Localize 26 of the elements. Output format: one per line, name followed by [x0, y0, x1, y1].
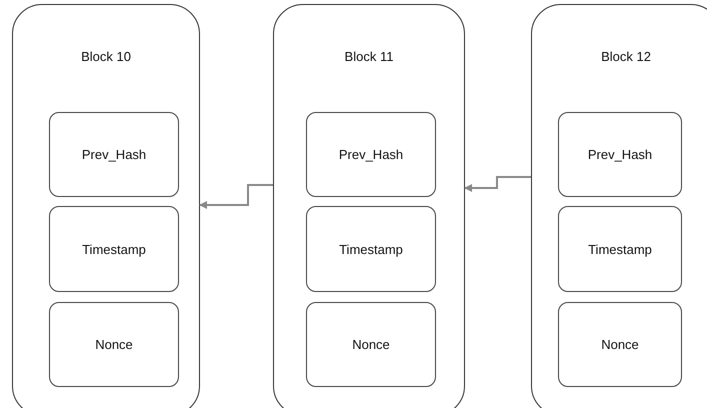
field-label: Prev_Hash: [338, 147, 404, 162]
block-container: [531, 4, 707, 408]
block-title: Block 10: [80, 49, 132, 64]
field-box: [558, 112, 682, 197]
field-box: [558, 302, 682, 387]
field-label: Timestamp: [339, 242, 403, 256]
field-box: [306, 206, 436, 292]
block-title: Block 12: [600, 49, 652, 64]
block-container: [273, 4, 465, 408]
block-title: Block 11: [344, 49, 394, 64]
block-container: [12, 4, 200, 408]
field-label: Timestamp: [588, 242, 652, 256]
field-label: Prev_Hash: [588, 147, 652, 162]
arrow: [199, 184, 273, 209]
field-box: [558, 206, 682, 292]
field-box: [306, 302, 436, 387]
field-box: [49, 112, 179, 197]
arrow: [464, 176, 531, 192]
field-label: Nonce: [601, 337, 639, 352]
field-label: Nonce: [352, 337, 390, 352]
field-label: Timestamp: [82, 242, 146, 256]
field-box: [49, 206, 179, 292]
field-label: Nonce: [95, 337, 133, 352]
field-box: [306, 112, 436, 197]
field-box: [49, 302, 179, 387]
field-label: Prev_Hash: [82, 147, 146, 162]
